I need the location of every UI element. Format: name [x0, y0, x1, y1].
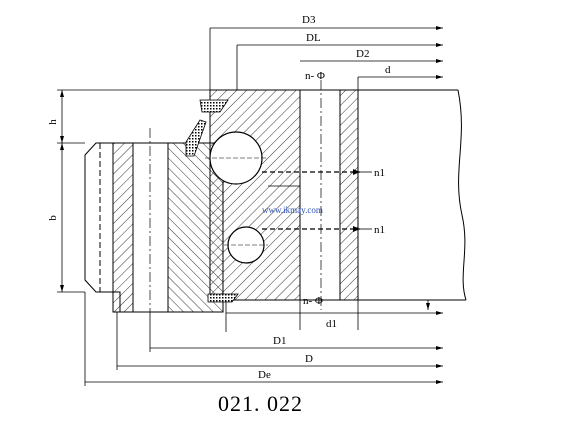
- dim-h-label: h: [47, 119, 59, 125]
- inner-ring: [209, 80, 467, 310]
- seals: [185, 99, 239, 303]
- watermark-text: www.ikmay.com: [262, 205, 323, 215]
- dim-b-label: b: [47, 215, 59, 221]
- leader-lines: [268, 171, 372, 230]
- dim-d1-label: d1: [326, 318, 337, 330]
- top-bolt-hole-label: n- Φ: [305, 70, 325, 82]
- lower-n1-label: n1: [374, 224, 385, 236]
- dimension-arrows-left: [60, 90, 64, 292]
- dim-D2-label: D2: [356, 48, 369, 60]
- outer-gear-ring: [84, 128, 224, 313]
- dimension-lines-left: [57, 89, 210, 293]
- dimension-lines-top: [209, 27, 443, 90]
- dim-D3-label: D3: [302, 14, 316, 26]
- rolling-balls: [205, 131, 268, 264]
- bottom-bolt-hole-label: n- Φ: [303, 295, 323, 307]
- dim-De-label: De: [258, 369, 271, 381]
- dim-D-label: D: [305, 353, 313, 365]
- dim-d-label: d: [385, 64, 391, 76]
- dim-D1-label: D1: [273, 335, 286, 347]
- drawing-caption: 021. 022: [218, 391, 303, 416]
- dimension-arrows-top: [436, 26, 443, 79]
- dimension-lines-bottom: [84, 292, 443, 386]
- upper-n1-label: n1: [374, 167, 385, 179]
- dimension-arrows-bottom: [436, 311, 443, 384]
- dim-DL-label: DL: [306, 32, 321, 44]
- hidden-holes: [262, 171, 360, 230]
